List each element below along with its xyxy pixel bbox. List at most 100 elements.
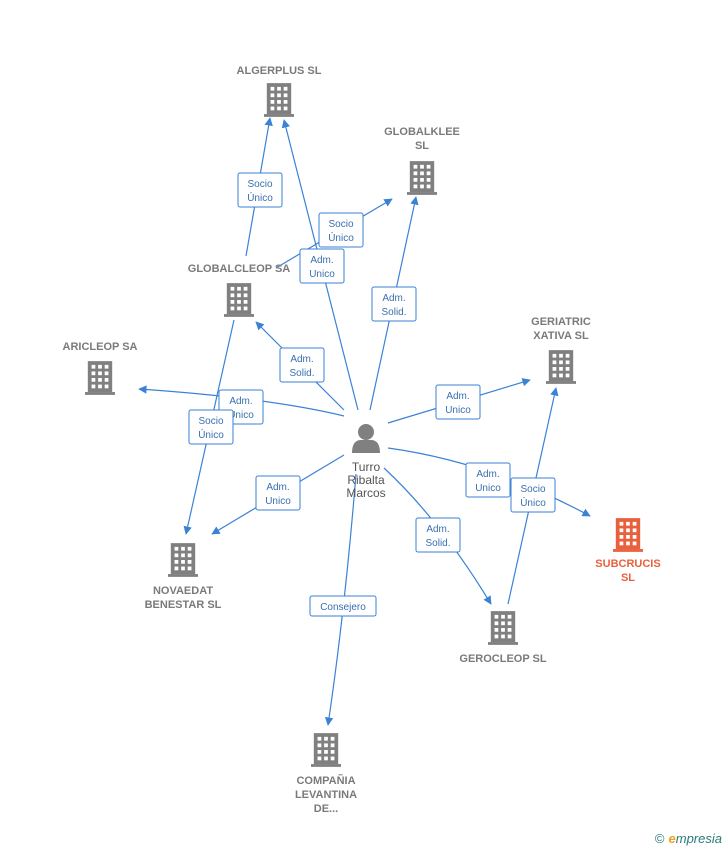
building-icon — [311, 733, 341, 767]
relation-box — [279, 347, 325, 383]
label-line: XATIVA SL — [533, 330, 589, 342]
brand-name: mpresia — [675, 831, 722, 846]
label-line: GEROCLEOP SL — [459, 653, 546, 665]
relation-text: Adm. — [382, 293, 405, 304]
label-line: NOVAEDAT — [153, 585, 213, 597]
building-icon — [407, 161, 437, 195]
relation-label-person-algerplus[interactable]: Adm. Unico — [299, 248, 345, 284]
empresia-watermark: ©empresia — [655, 831, 722, 846]
relation-label-person-companialevantina[interactable]: Consejero — [309, 595, 377, 617]
company-node-gerocleop[interactable]: GEROCLEOP SL — [459, 611, 547, 665]
label-line: GLOBALKLEE — [384, 126, 460, 138]
label-line: GLOBALCLEOP SA — [188, 263, 291, 275]
relation-text: Único — [198, 428, 224, 441]
company-node-geriatric[interactable]: GERIATRIC XATIVA SL — [531, 316, 591, 384]
relation-text: Único — [520, 496, 546, 509]
label-line: COMPAÑIA — [296, 774, 355, 787]
relation-text: Adm. — [446, 391, 469, 402]
relation-label-person-geriatric[interactable]: Adm. Unico — [435, 384, 481, 420]
label-line: SL — [621, 572, 635, 584]
label-line: DE... — [314, 803, 338, 815]
relation-text: Unico — [228, 410, 254, 421]
relation-box — [465, 462, 511, 498]
relation-label-person-subcrucis[interactable]: Adm.Unico — [465, 462, 511, 498]
relation-box — [299, 248, 345, 284]
label-line: SUBCRUCIS — [595, 558, 660, 570]
company-label-novaedat: NOVAEDAT BENESTAR SL — [145, 585, 222, 611]
relation-text: Único — [247, 191, 273, 204]
relation-text: Solid. — [289, 368, 314, 379]
relation-text: Consejero — [320, 602, 366, 613]
relation-box — [415, 517, 461, 553]
company-node-globalcleop[interactable]: GLOBALCLEOP SA — [188, 263, 291, 317]
relation-text: Adm. — [476, 469, 499, 480]
relation-text: Solid. — [425, 538, 450, 549]
company-label-companialevantina: COMPAÑIA LEVANTINA DE... — [295, 774, 357, 815]
company-node-companialevantina[interactable]: COMPAÑIA LEVANTINA DE... — [295, 733, 357, 815]
relation-box — [188, 409, 234, 445]
company-node-algerplus[interactable]: ALGERPLUS SL — [237, 65, 322, 117]
label-line: ALGERPLUS SL — [237, 65, 322, 77]
label-line: GERIATRIC — [531, 316, 591, 328]
brand-initial: e — [668, 831, 676, 846]
relation-text: Adm. — [229, 396, 252, 407]
relation-text: Unico — [265, 496, 291, 507]
building-icon — [168, 543, 198, 577]
company-label-subcrucis: SUBCRUCIS SL — [595, 558, 660, 584]
label-line: Turro — [352, 460, 381, 474]
copyright-icon: © — [654, 831, 665, 846]
company-label-geriatric: GERIATRIC XATIVA SL — [531, 316, 591, 342]
building-icon — [546, 350, 576, 384]
relation-box — [318, 212, 364, 248]
relation-label-person-globalklee[interactable]: Adm. Solid. — [371, 286, 417, 322]
relation-box — [255, 475, 301, 511]
relation-label-person-gerocleop[interactable]: Adm. Solid. — [415, 517, 461, 553]
company-label-globalcleop: GLOBALCLEOP SA — [188, 263, 291, 275]
relation-text: Socio — [328, 219, 353, 230]
company-nodes: ALGERPLUS SL GLOBALKLEE SL GLOBALCLEOP SA… — [63, 65, 661, 815]
relation-box — [510, 477, 556, 513]
relation-box — [309, 595, 377, 617]
label-line: SL — [415, 140, 429, 152]
label-line: BENESTAR SL — [145, 599, 222, 611]
relation-text: Socio — [247, 179, 272, 190]
company-node-globalklee[interactable]: GLOBALKLEE SL — [384, 126, 460, 195]
relation-label-person-globalcleop[interactable]: Adm. Solid. — [279, 347, 325, 383]
building-icon — [264, 83, 294, 117]
company-label-aricleop: ARICLEOP SA — [63, 341, 138, 353]
company-node-subcrucis[interactable]: SUBCRUCIS SL — [595, 518, 661, 584]
relation-text: Unico — [445, 405, 471, 416]
relation-text: Solid. — [381, 307, 406, 318]
company-label-algerplus: ALGERPLUS SL — [237, 65, 322, 77]
label-line: ARICLEOP SA — [63, 341, 138, 353]
relation-box — [435, 384, 481, 420]
relation-box — [237, 172, 283, 208]
relation-text: Adm. — [310, 255, 333, 266]
building-icon — [224, 283, 254, 317]
company-node-novaedat[interactable]: NOVAEDAT BENESTAR SL — [145, 543, 222, 611]
relation-text: Adm. — [266, 482, 289, 493]
label-line: Marcos — [346, 486, 385, 500]
relation-text: Adm. — [290, 354, 313, 365]
company-label-gerocleop: GEROCLEOP SL — [459, 653, 546, 665]
building-icon — [488, 611, 518, 645]
company-label-globalklee: GLOBALKLEE SL — [384, 126, 460, 152]
relation-text: Unico — [309, 269, 335, 280]
relation-text: Socio — [198, 416, 223, 427]
company-node-aricleop[interactable]: ARICLEOP SA — [63, 341, 138, 395]
relation-text: Único — [328, 231, 354, 244]
relation-label-person-novaedat[interactable]: Adm. Unico — [255, 475, 301, 511]
person-icon — [352, 424, 380, 453]
relation-text: Adm. — [426, 524, 449, 535]
relation-text: Socio — [520, 484, 545, 495]
label-line: LEVANTINA — [295, 789, 357, 801]
building-icon — [613, 518, 643, 552]
